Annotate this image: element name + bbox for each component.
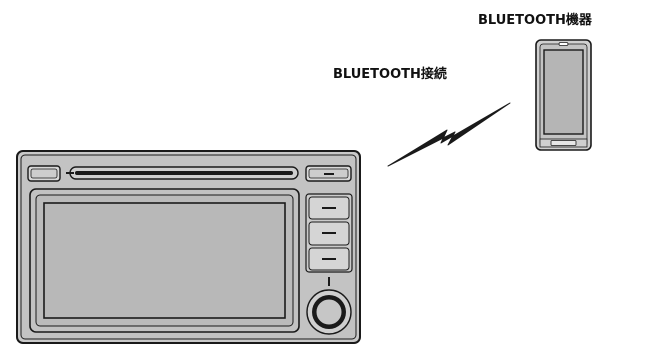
smartphone-icon <box>535 39 592 151</box>
lightning-bolt-icon <box>387 102 511 167</box>
car-audio-unit-icon <box>16 150 361 344</box>
bluetooth-device-label: BLUETOOTH機器 <box>478 13 592 28</box>
bluetooth-connection-label: BLUETOOTH接続 <box>333 67 447 82</box>
